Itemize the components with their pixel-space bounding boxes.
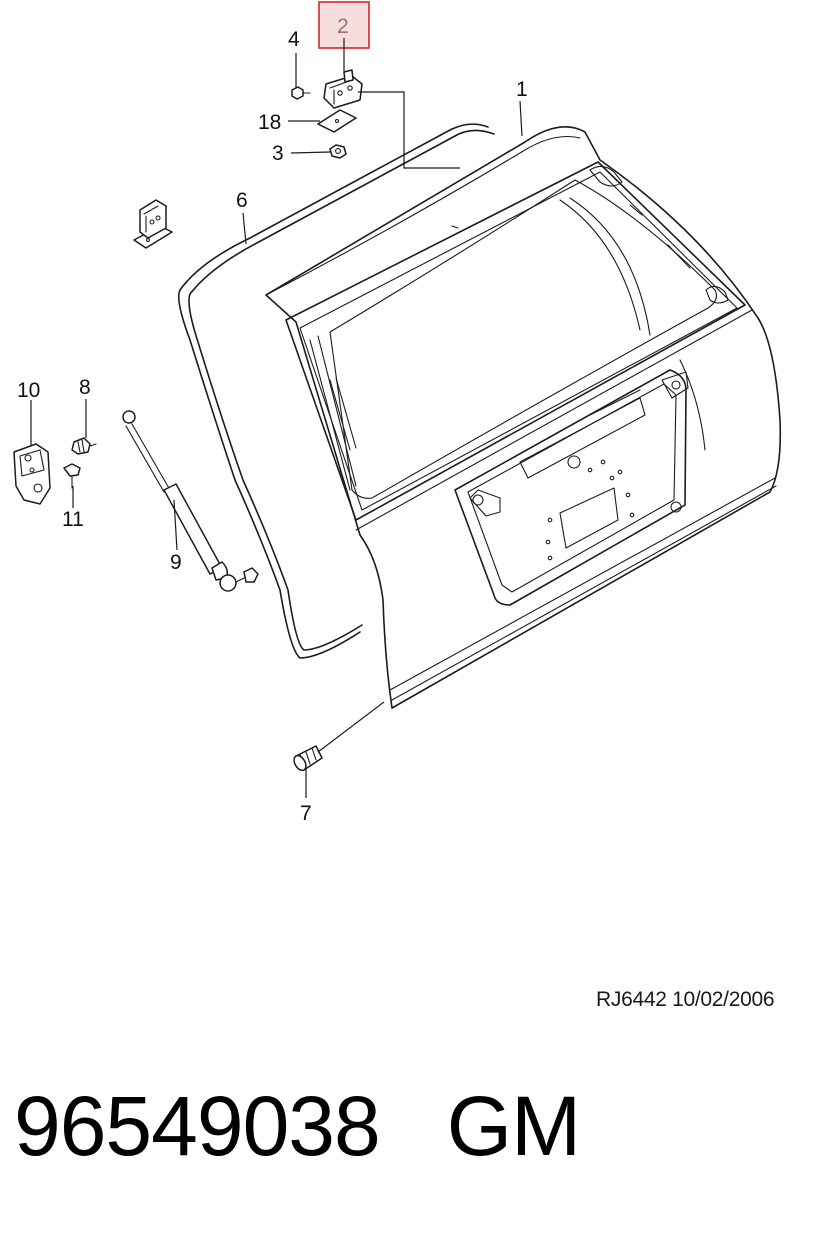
diagram-reference-code: RJ6442 10/02/2006: [596, 988, 775, 1011]
callout-2: 2: [337, 15, 349, 38]
part-7-bumper-stop: [293, 745, 323, 772]
leader-lines: [30, 38, 523, 798]
part-11-screw: [63, 463, 81, 489]
part-18-gasket: [317, 109, 357, 133]
part-2-hinge: [323, 69, 363, 109]
callout-9: 9: [170, 551, 182, 574]
callout-18: 18: [258, 111, 281, 134]
callout-1: 1: [516, 78, 528, 101]
hinge-bracket-detached: [133, 199, 173, 249]
callout-10: 10: [17, 379, 40, 402]
callout-11: 11: [62, 508, 84, 531]
part-3-nut: [329, 144, 347, 159]
part-9-gas-strut: [122, 410, 259, 592]
part-8-bolt: [71, 437, 97, 455]
callout-8: 8: [79, 376, 91, 399]
part-10-bracket: [13, 443, 51, 505]
part-4-bolt: [291, 86, 311, 100]
callout-4: 4: [288, 28, 300, 51]
callout-7: 7: [300, 802, 312, 825]
part-6-weatherstrip: [177, 123, 495, 659]
callout-6: 6: [236, 189, 248, 212]
part-1-tailgate: [265, 126, 782, 709]
part-number-label: 96549038 GM: [14, 1079, 581, 1173]
callout-3: 3: [272, 142, 284, 165]
